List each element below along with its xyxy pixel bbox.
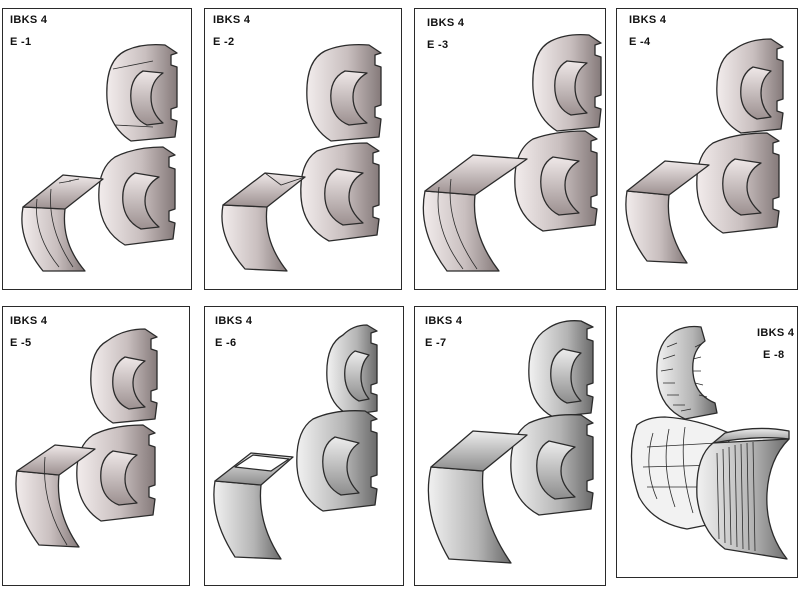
panel-code-label: E -3 (427, 39, 449, 51)
bearing-illustration (15, 328, 158, 548)
panel-series-label: IBKS 4 (629, 14, 667, 26)
bearing-shell (427, 430, 528, 564)
bearing-illustration (221, 43, 382, 272)
bearing-shell (221, 172, 306, 272)
lower-housing-block (696, 132, 780, 234)
panel-code-label: E -8 (763, 349, 785, 361)
lower-housing-block (76, 424, 156, 522)
panel-e2: IBKS 4 E -2 (204, 8, 402, 290)
panel-e7: IBKS 4 E -7 (414, 306, 606, 586)
panel-e1: IBKS 4 E -1 (2, 8, 192, 290)
panel-code-label: E -5 (10, 337, 32, 349)
bearing-shell (625, 160, 710, 264)
upper-housing-block (532, 33, 602, 132)
bearing-shell (422, 154, 528, 272)
upper-housing-block (528, 320, 594, 418)
panel-code-label: E -2 (213, 36, 235, 48)
upper-housing-block (306, 43, 382, 142)
panel-e6: IBKS 4 E -6 (204, 306, 404, 586)
panel-code-label: E -6 (215, 337, 237, 349)
lower-housing-block (514, 130, 598, 232)
upper-housing-block (90, 328, 158, 424)
panel-e3: IBKS 4 E -3 (414, 8, 606, 290)
bearing-shell (21, 174, 104, 272)
panel-series-label: IBKS 4 (757, 327, 795, 339)
bearing-illustration (21, 43, 178, 272)
panel-code-label: E -4 (629, 36, 651, 48)
panel-code-label: E -7 (425, 337, 447, 349)
panel-e4: IBKS 4 E -4 (616, 8, 798, 290)
lower-housing-block (296, 410, 378, 512)
knurled-sleeve (696, 427, 790, 560)
panel-series-label: IBKS 4 (215, 315, 253, 327)
upper-housing-block (326, 324, 378, 416)
lower-housing-block (300, 142, 380, 242)
panel-series-label: IBKS 4 (425, 315, 463, 327)
panel-series-label: IBKS 4 (427, 17, 465, 29)
bearing-shell (213, 452, 294, 560)
bearing-illustration (625, 38, 784, 264)
gear-segment (656, 325, 718, 420)
panel-e8: IBKS 4 E -8 (616, 306, 798, 578)
panel-series-label: IBKS 4 (10, 315, 48, 327)
lower-housing-block (510, 414, 594, 516)
bearing-illustration (213, 324, 378, 560)
bearing-illustration (427, 320, 594, 564)
bearing-illustration (422, 33, 602, 272)
lower-housing-block (98, 146, 176, 246)
upper-housing-block (106, 43, 178, 142)
bearing-illustration (630, 325, 790, 560)
panel-code-label: E -1 (10, 36, 32, 48)
panel-e5: IBKS 4 E -5 (2, 306, 190, 586)
panel-series-label: IBKS 4 (10, 14, 48, 26)
panel-series-label: IBKS 4 (213, 14, 251, 26)
bearing-shell (15, 444, 96, 548)
upper-housing-block (716, 38, 784, 134)
